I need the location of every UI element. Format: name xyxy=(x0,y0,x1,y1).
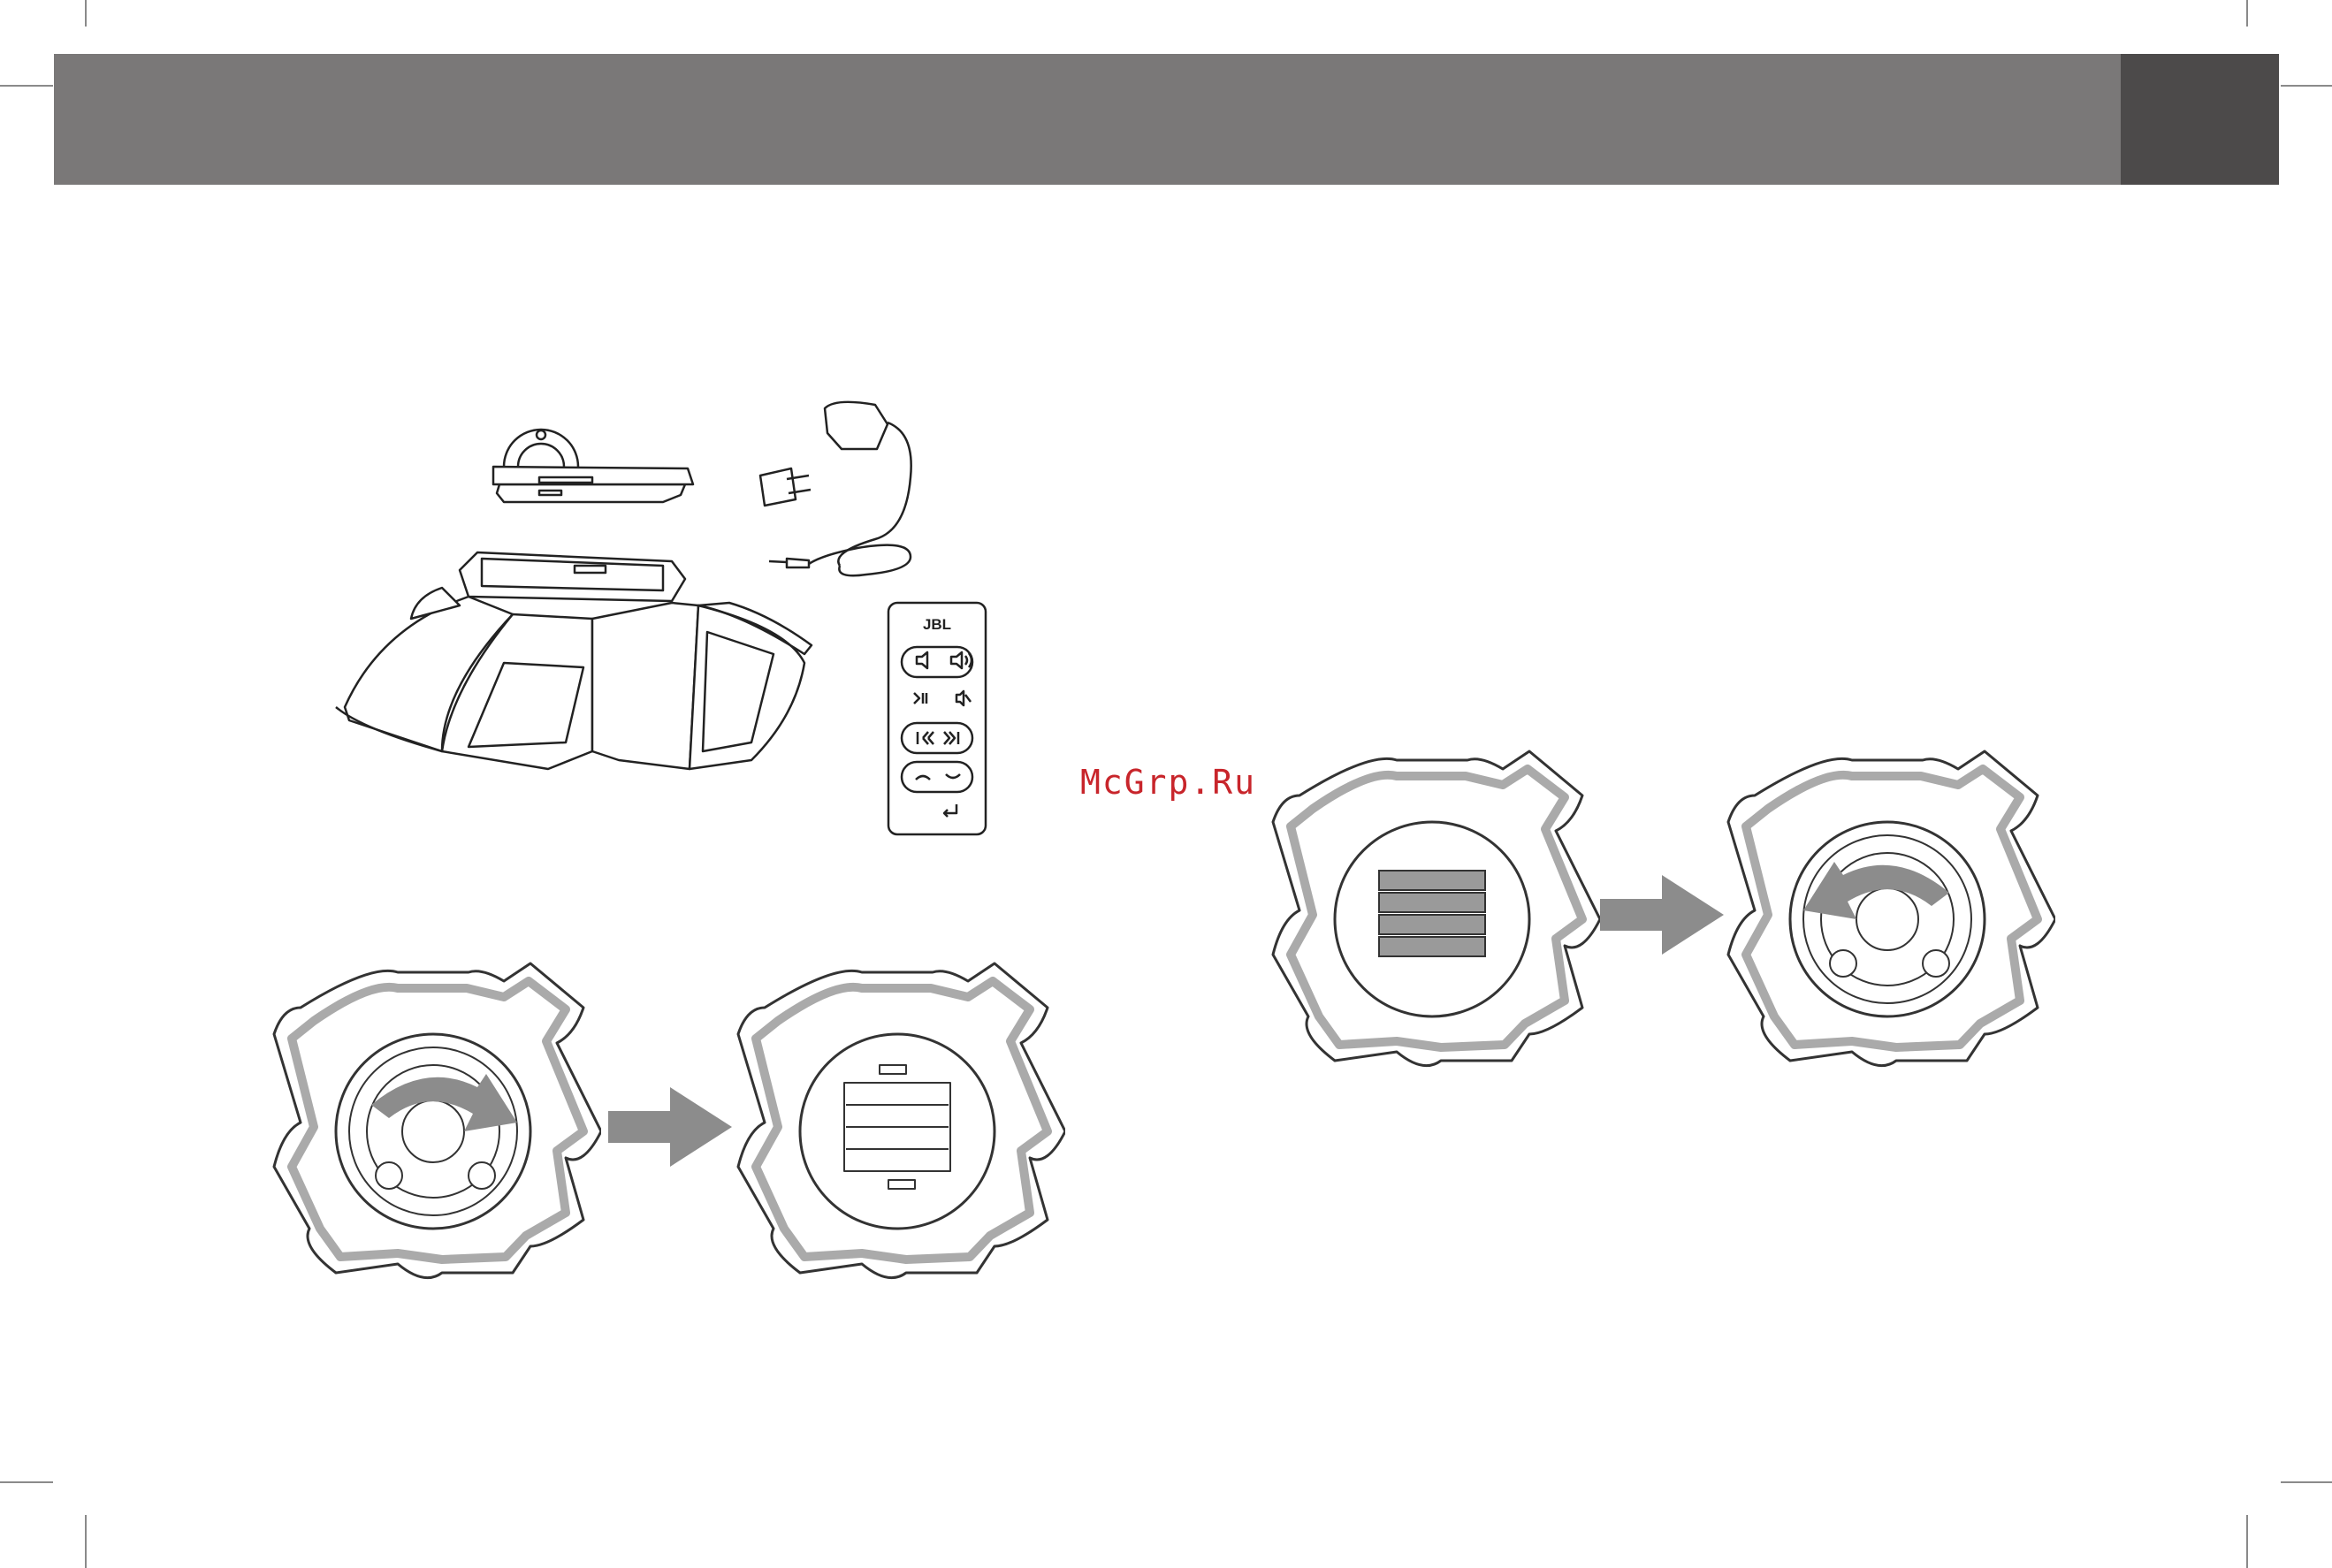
step-arrow-icon xyxy=(608,1087,732,1167)
power-adapter-icon xyxy=(760,402,911,575)
battery-door-open-diagram xyxy=(729,955,1065,1290)
header-page-tab xyxy=(2121,54,2279,185)
header-bar xyxy=(54,54,2121,185)
trim-mark xyxy=(2281,1481,2332,1483)
battery-door-remove-diagram xyxy=(265,955,601,1290)
step-arrow-icon xyxy=(1600,875,1724,955)
battery-door-inserted-diagram xyxy=(1264,742,1600,1078)
remote-control-icon xyxy=(888,603,986,834)
trim-mark xyxy=(2281,85,2332,87)
trim-mark xyxy=(85,1515,87,1568)
dock-adapter-icon xyxy=(493,430,693,502)
remote-brand-label: JBL xyxy=(923,616,951,633)
product-contents-illustration: JBL xyxy=(327,398,999,857)
trim-mark xyxy=(2246,0,2248,27)
trim-mark xyxy=(2246,1515,2248,1568)
watermark: McGrp.Ru xyxy=(1080,763,1256,802)
trim-mark xyxy=(0,85,53,87)
trim-mark xyxy=(0,1481,53,1483)
battery-door-close-diagram xyxy=(1719,742,2055,1078)
trim-mark xyxy=(85,0,87,27)
speaker-dock-icon xyxy=(336,552,812,769)
